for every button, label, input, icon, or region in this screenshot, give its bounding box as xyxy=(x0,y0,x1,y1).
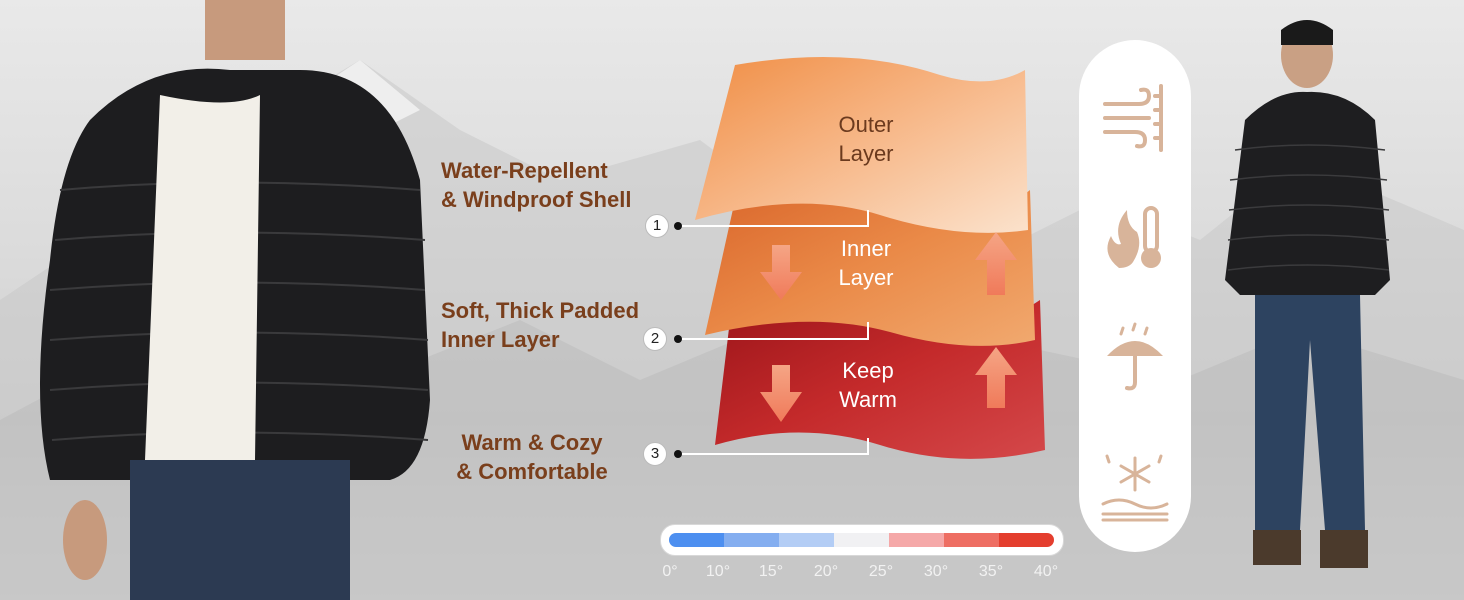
feature-2-line-2: Inner Layer xyxy=(441,327,560,352)
wind-icon xyxy=(1103,84,1163,152)
temp-segment-4 xyxy=(834,533,889,547)
number-badge-3: 3 xyxy=(643,442,667,466)
temp-tick-35: 35° xyxy=(978,563,1004,580)
left-model-in-jacket xyxy=(40,0,430,600)
temp-tick-20: 20° xyxy=(813,563,839,580)
inner-layer-label-line-2: Layer xyxy=(838,265,894,290)
feature-1-line-1: Water-Repellent xyxy=(441,158,608,183)
outer-layer-label: Outer Layer xyxy=(806,110,926,168)
temp-segment-2 xyxy=(724,533,779,547)
leader-line-2 xyxy=(678,322,869,340)
number-badge-1: 1 xyxy=(645,214,669,238)
right-model-in-jacket xyxy=(1225,20,1390,568)
feature-2-line-1: Soft, Thick Padded xyxy=(441,298,640,323)
inner-layer-label: Inner Layer xyxy=(806,234,926,292)
outer-layer-label-line-1: Outer xyxy=(838,112,894,137)
temp-tick-15: 15° xyxy=(758,563,784,580)
heat-up-arrow-1 xyxy=(975,232,1017,295)
temp-tick-25: 25° xyxy=(868,563,894,580)
temp-segment-6 xyxy=(944,533,999,547)
temperature-scale-bar xyxy=(660,524,1064,556)
feature-2-text: Soft, Thick Padded Inner Layer xyxy=(441,296,741,354)
feature-3-line-2: & Comfortable xyxy=(456,459,608,484)
rain-umbrella-icon xyxy=(1107,322,1163,391)
outer-layer-label-line-2: Layer xyxy=(838,141,894,166)
heat-up-arrow-2 xyxy=(975,347,1017,408)
outer-layer xyxy=(695,57,1028,233)
feature-3-line-1: Warm & Cozy xyxy=(461,430,603,455)
heat-down-arrow-1 xyxy=(760,245,802,300)
temp-segment-7 xyxy=(999,533,1054,547)
temp-segment-1 xyxy=(669,533,724,547)
temp-tick-30: 30° xyxy=(923,563,949,580)
heat-thermometer-icon xyxy=(1107,206,1161,268)
keep-warm-label: Keep Warm xyxy=(808,356,928,414)
feature-icon-panel xyxy=(1079,40,1191,552)
number-badge-2: 2 xyxy=(643,327,667,351)
temp-segment-3 xyxy=(779,533,834,547)
temp-tick-40: 40° xyxy=(1033,563,1059,580)
fabric-layers-illustration xyxy=(674,57,1045,459)
leader-line-3 xyxy=(678,438,869,455)
inner-layer-label-line-1: Inner xyxy=(840,236,892,261)
heat-down-arrow-2 xyxy=(760,365,802,422)
temp-tick-0: 0° xyxy=(662,563,678,580)
temp-tick-10: 10° xyxy=(705,563,731,580)
snow-insulation-icon xyxy=(1101,454,1169,522)
feature-1-text: Water-Repellent & Windproof Shell xyxy=(441,156,741,214)
leader-line-1 xyxy=(678,210,869,227)
keep-warm-label-line-2: Warm xyxy=(839,387,897,412)
feature-3-text: Warm & Cozy & Comfortable xyxy=(434,428,630,486)
feature-1-line-2: & Windproof Shell xyxy=(441,187,632,212)
temp-segment-5 xyxy=(889,533,944,547)
keep-warm-label-line-1: Keep xyxy=(842,358,894,383)
